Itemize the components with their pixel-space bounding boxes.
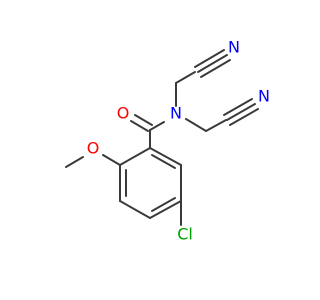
ring-bond [149, 147, 182, 166]
nitrile-top-triple-c [200, 59, 231, 78]
nitrile-top-triple-b [197, 54, 228, 73]
amide-cn-bond [149, 121, 165, 131]
nitrile-right-triple-c [229, 108, 259, 126]
atom-n-nitrile-right: N [258, 87, 270, 106]
benzene-ring [119, 147, 182, 219]
ring-double-bond [151, 154, 176, 169]
atom-n-amide: N [170, 104, 182, 123]
methoxy-methyl-bond [65, 156, 84, 168]
atom-o-methoxy: O [87, 139, 100, 158]
nitrile-top-triple-a [194, 49, 225, 68]
nitrile-right-triple-a [223, 98, 253, 116]
ring-bond [119, 200, 151, 219]
ring-bond [149, 200, 182, 219]
atom-n-nitrile-top: N [228, 38, 240, 57]
ring-methoxy-bond [102, 154, 121, 166]
molecule-diagram: O N N N O Cl [65, 37, 270, 244]
carbonyl-double-bond-a [130, 120, 149, 132]
atom-cl: Cl [177, 225, 193, 244]
structure-svg: O N N N O Cl [65, 38, 270, 244]
ring-double-bond [151, 197, 176, 212]
atom-o-carbonyl: O [117, 104, 130, 123]
ring-bond [119, 147, 151, 166]
n-ch2-right-bond [185, 118, 207, 132]
nitrile-right-triple-b [226, 103, 256, 121]
ch2-cn-right-bond [205, 119, 227, 132]
carbonyl-double-bond-b [134, 114, 153, 126]
ch2-cn-top-bond [175, 71, 196, 84]
